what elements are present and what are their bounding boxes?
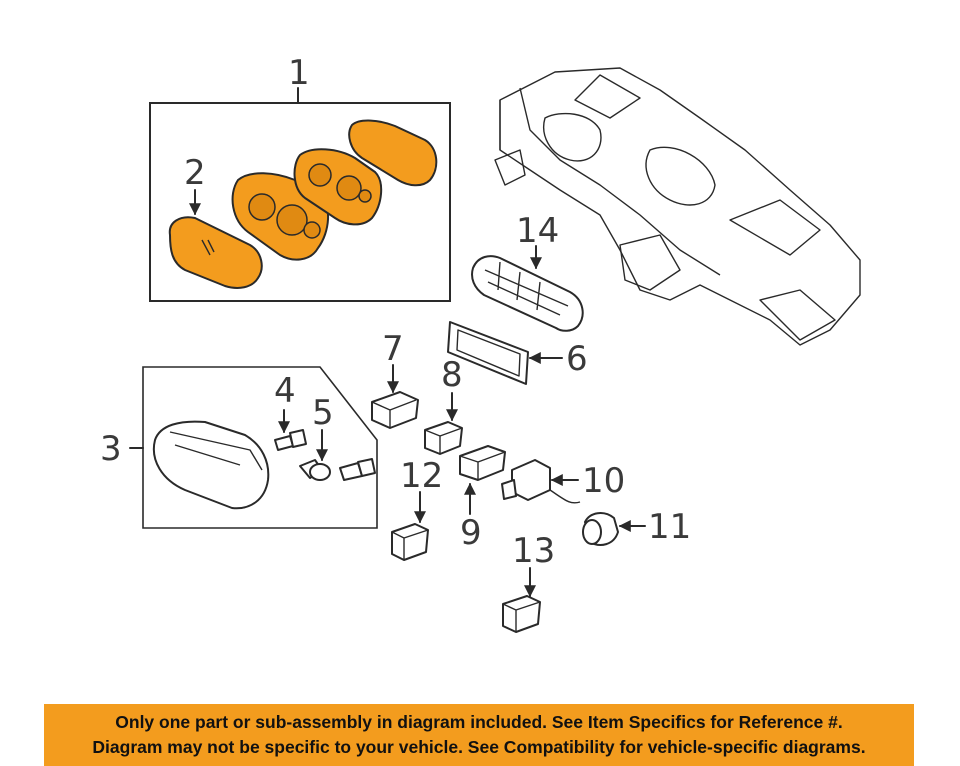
control-module-14: [471, 255, 584, 332]
switch-part-13: [502, 595, 541, 633]
callout-1: 1: [288, 53, 310, 93]
cluster-housing: [348, 119, 438, 187]
switch-part-8: [424, 421, 463, 455]
disclaimer-banner: Only one part or sub-assembly in diagram…: [44, 704, 914, 766]
sensor-part-10: [501, 459, 581, 504]
switch-part-9: [459, 445, 506, 481]
trim-panel-box: [142, 366, 378, 529]
switch-part-7: [371, 391, 419, 429]
dashboard-panel: [494, 67, 861, 346]
screw-part-4: [274, 429, 307, 451]
switch-part-12: [391, 523, 429, 561]
callout-10: 10: [582, 461, 625, 501]
leader-lines: [129, 189, 646, 598]
callout-6: 6: [566, 339, 588, 379]
callout-14: 14: [516, 211, 559, 251]
callout-12: 12: [400, 456, 443, 496]
cluster-trim-panel: [152, 420, 270, 510]
callout-5: 5: [312, 393, 334, 433]
callout-7: 7: [382, 329, 404, 369]
callout-8: 8: [441, 355, 463, 395]
cluster-lens: [168, 216, 263, 289]
instrument-cluster-box: [149, 87, 451, 302]
callout-4: 4: [274, 371, 296, 411]
bezel-part-6: [447, 321, 529, 385]
clip-part-5: [299, 458, 376, 481]
callout-3: 3: [100, 429, 122, 469]
disclaimer-line-2: Diagram may not be specific to your vehi…: [92, 737, 866, 757]
parts-diagram: 1 2 3 4 5 6 7 8 9 10 11 12 13 14: [100, 53, 861, 633]
disclaimer-line-1: Only one part or sub-assembly in diagram…: [115, 712, 843, 732]
callout-13: 13: [512, 531, 555, 571]
callout-9: 9: [460, 513, 482, 553]
switch-part-11: [582, 512, 619, 546]
callout-labels: 1 2 3 4 5 6 7 8 9 10 11 12 13 14: [100, 53, 691, 571]
callout-2: 2: [184, 153, 206, 193]
callout-11: 11: [648, 507, 691, 547]
